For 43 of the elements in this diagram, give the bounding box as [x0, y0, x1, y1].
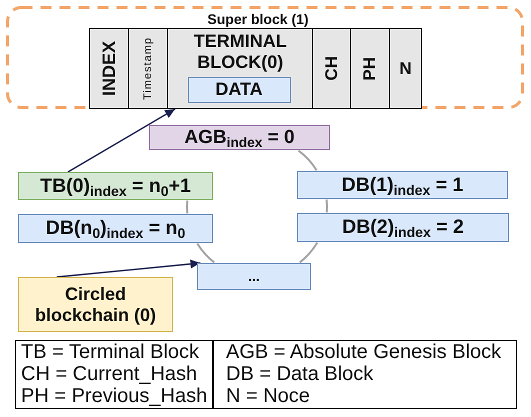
- abbreviation-text: PH = Previous_Hash: [21, 386, 208, 407]
- arrow: [56, 260, 200, 278]
- block-label: AGB$_{index}$ = 0: [184, 126, 295, 148]
- block-label: DATA: [215, 79, 263, 100]
- ring-connector: [326, 199, 328, 213]
- group-title: Super block (1): [207, 11, 309, 28]
- field-label: TERMINAL BLOCK(0): [192, 31, 288, 72]
- abbreviation-text: TB = Terminal Block: [21, 342, 200, 362]
- abbreviation-text: AGB = Absolute Genesis Block: [226, 342, 502, 362]
- block-label: DB(2)$_{index}$ = 2: [342, 216, 464, 239]
- abbreviation-text: CH = Current_Hash: [21, 364, 198, 384]
- block-field: [350, 28, 390, 109]
- block-box: [297, 171, 508, 199]
- ring-connector: [298, 150, 318, 171]
- block-field: [167, 28, 314, 109]
- block-box: [297, 213, 509, 242]
- block-field: [128, 28, 168, 109]
- block-box: [149, 125, 330, 150]
- block-label: DB(1)$_{index}$ = 1: [342, 174, 464, 196]
- field-label: PH: [360, 56, 380, 80]
- ring-connector: [196, 242, 215, 264]
- block-field: [312, 28, 352, 109]
- abbreviation-text: N = Noce: [226, 386, 310, 407]
- block-box: [18, 172, 213, 200]
- block-label: ...: [248, 268, 260, 285]
- note-label: Circled blockchain (0): [34, 284, 158, 326]
- block-box: [188, 76, 290, 102]
- field-label: CH: [322, 56, 342, 81]
- arrow: [68, 108, 176, 173]
- block-label: TB(0)$_{index}$ = n$_{0}$+1: [40, 174, 191, 198]
- abbreviation-text: DB = Data Block: [226, 364, 374, 384]
- field-label: INDEX: [98, 40, 120, 96]
- block-box: [197, 263, 311, 290]
- ring-connector: [186, 200, 188, 214]
- block-box: [18, 214, 213, 243]
- field-label: N: [399, 58, 412, 78]
- block-label: DB(n$_{0}$)$_{index}$ = n$_{0}$: [46, 217, 186, 240]
- block-field: [389, 28, 422, 109]
- note-box: [18, 277, 173, 332]
- block-field: [89, 28, 130, 109]
- dashed-group-box: [6, 6, 524, 109]
- ring-connector: [299, 242, 318, 264]
- field-label: Timestamp: [142, 37, 155, 100]
